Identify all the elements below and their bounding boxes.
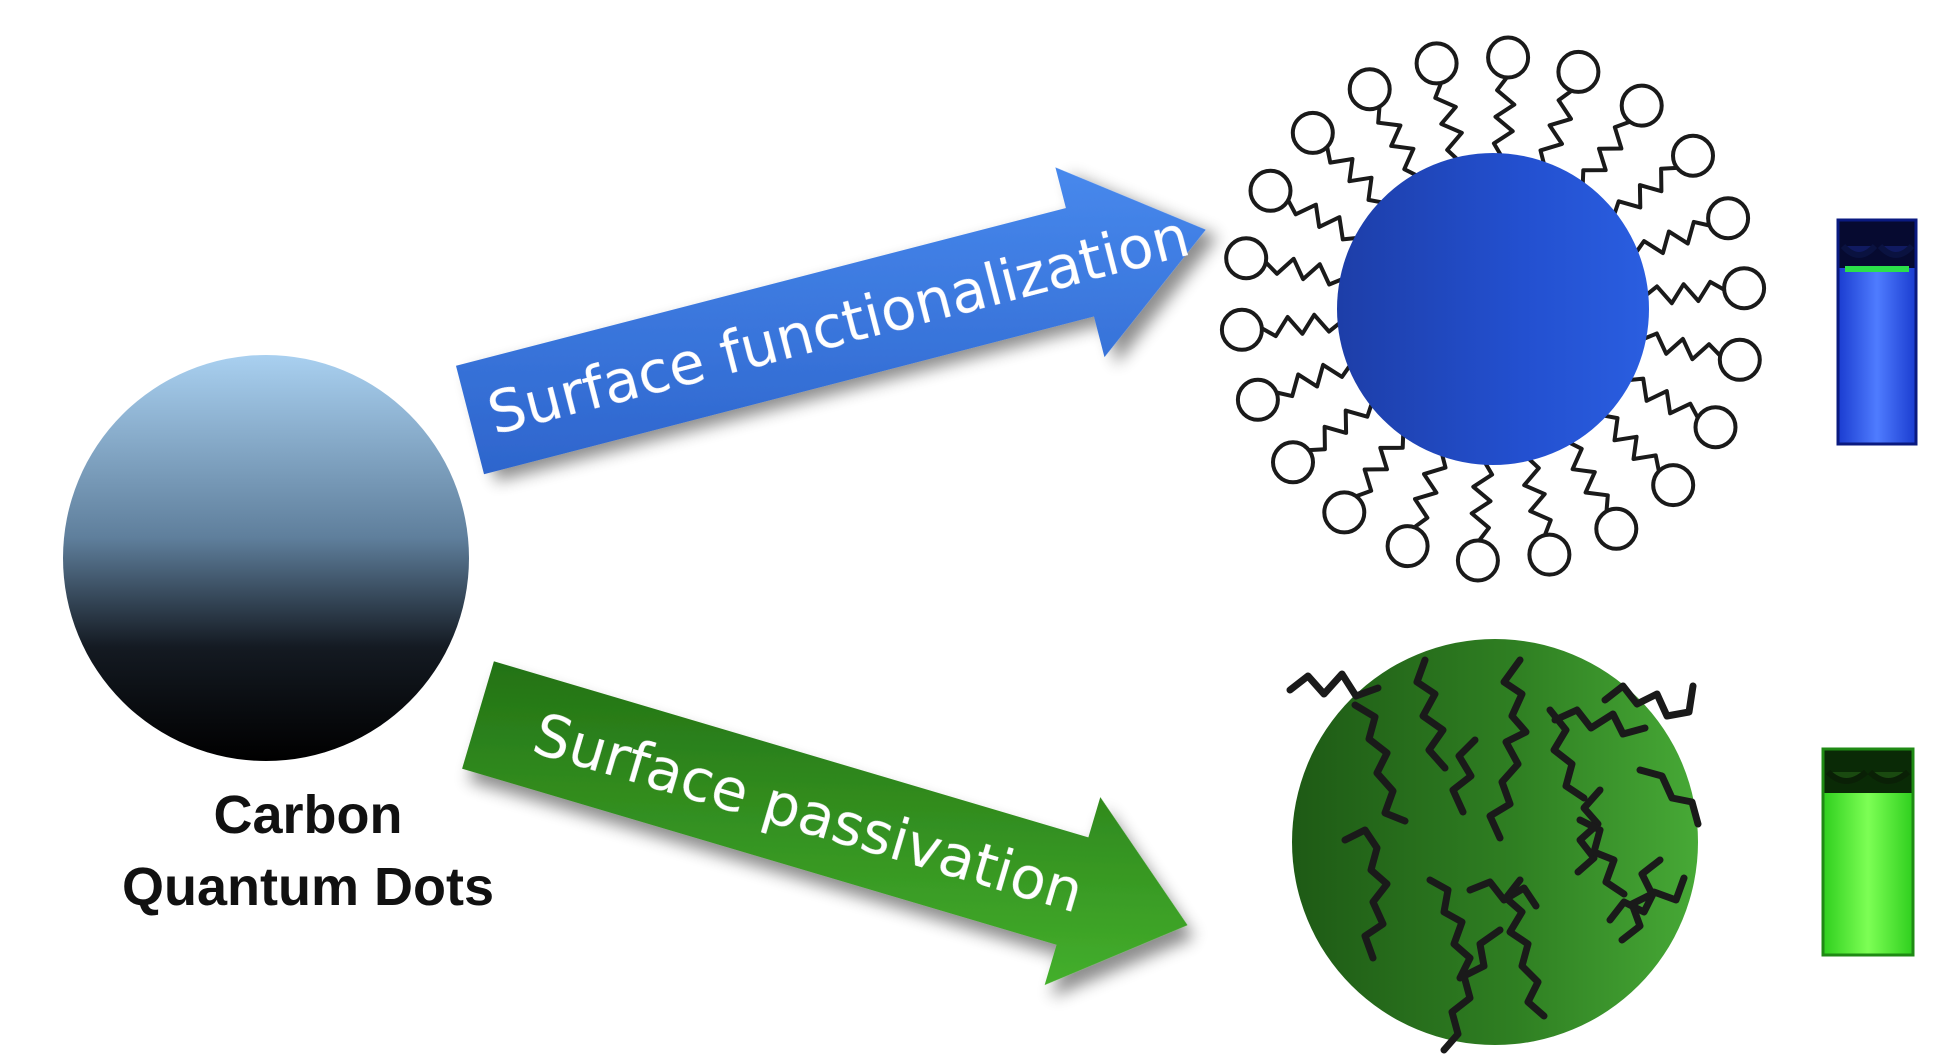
ligand-stem — [1264, 256, 1345, 287]
ligand-chains — [1219, 35, 1767, 583]
green-fluorescent-vial — [1821, 747, 1915, 957]
ligand-stem — [1325, 146, 1385, 205]
ligand-stem — [1538, 89, 1573, 167]
ligand-stem — [1433, 82, 1464, 163]
ligand-head — [1486, 35, 1531, 80]
ligand-head — [1455, 538, 1500, 583]
ligand-head — [1722, 266, 1767, 311]
ligand-head — [1594, 506, 1639, 551]
passivated-dot-group — [1286, 639, 1702, 1054]
ligand-head — [1693, 405, 1738, 450]
ligand-head — [1706, 196, 1751, 241]
ligand-stem — [1286, 199, 1360, 242]
ligand-head — [1556, 49, 1601, 94]
passivation-arrow: Surface passivation — [462, 661, 1188, 986]
functionalized-dot — [1337, 153, 1649, 465]
ligand-stem — [1566, 439, 1610, 512]
ligand-stem — [1260, 312, 1343, 339]
passivation-label: Surface passivation — [526, 699, 1091, 926]
functionalization-label: Surface functionalization — [481, 202, 1196, 448]
ligand-head — [1219, 307, 1264, 352]
ligand-head — [1651, 463, 1696, 508]
core-label-line1: Carbon — [214, 785, 403, 845]
ligand-head — [1717, 337, 1762, 382]
ligand-head — [1619, 83, 1664, 128]
ligand-head — [1527, 532, 1572, 577]
blue-fluorescent-vial — [1836, 218, 1918, 446]
ligand-head — [1290, 110, 1335, 155]
ligand-head — [1385, 524, 1430, 569]
ligand-stem — [1626, 376, 1700, 419]
ligand-stem — [1641, 331, 1722, 362]
ligand-head — [1414, 41, 1459, 86]
ligand-head — [1248, 168, 1293, 213]
functionalization-arrow: Surface functionalization — [455, 167, 1206, 475]
functionalized-dot-group — [1219, 35, 1767, 583]
ligand-stem — [1276, 362, 1353, 399]
polymer-strands — [1286, 656, 1702, 1054]
ligand-stem — [1355, 431, 1406, 499]
ligand-stem — [1580, 119, 1631, 187]
ligand-stem — [1633, 219, 1710, 256]
ligand-stem — [1308, 400, 1375, 453]
core-label-line2: Quantum Dots — [122, 857, 494, 917]
carbon-quantum-dot-core — [63, 355, 469, 761]
ligand-head — [1271, 440, 1315, 485]
ligand-stem — [1601, 413, 1661, 472]
ligand-head — [1347, 67, 1392, 112]
ligand-stem — [1643, 279, 1726, 306]
passivated-dot — [1292, 639, 1698, 1045]
ligand-stem — [1611, 165, 1678, 218]
ligand-stem — [1491, 76, 1517, 159]
ligand-head — [1235, 377, 1280, 422]
ligand-stem — [1413, 451, 1448, 529]
ligand-head — [1322, 490, 1367, 535]
ligand-head — [1671, 133, 1715, 178]
ligand-stem — [1469, 459, 1495, 542]
ligand-head — [1224, 236, 1269, 281]
ligand-stem — [1522, 455, 1553, 536]
ligand-stem — [1376, 106, 1420, 179]
